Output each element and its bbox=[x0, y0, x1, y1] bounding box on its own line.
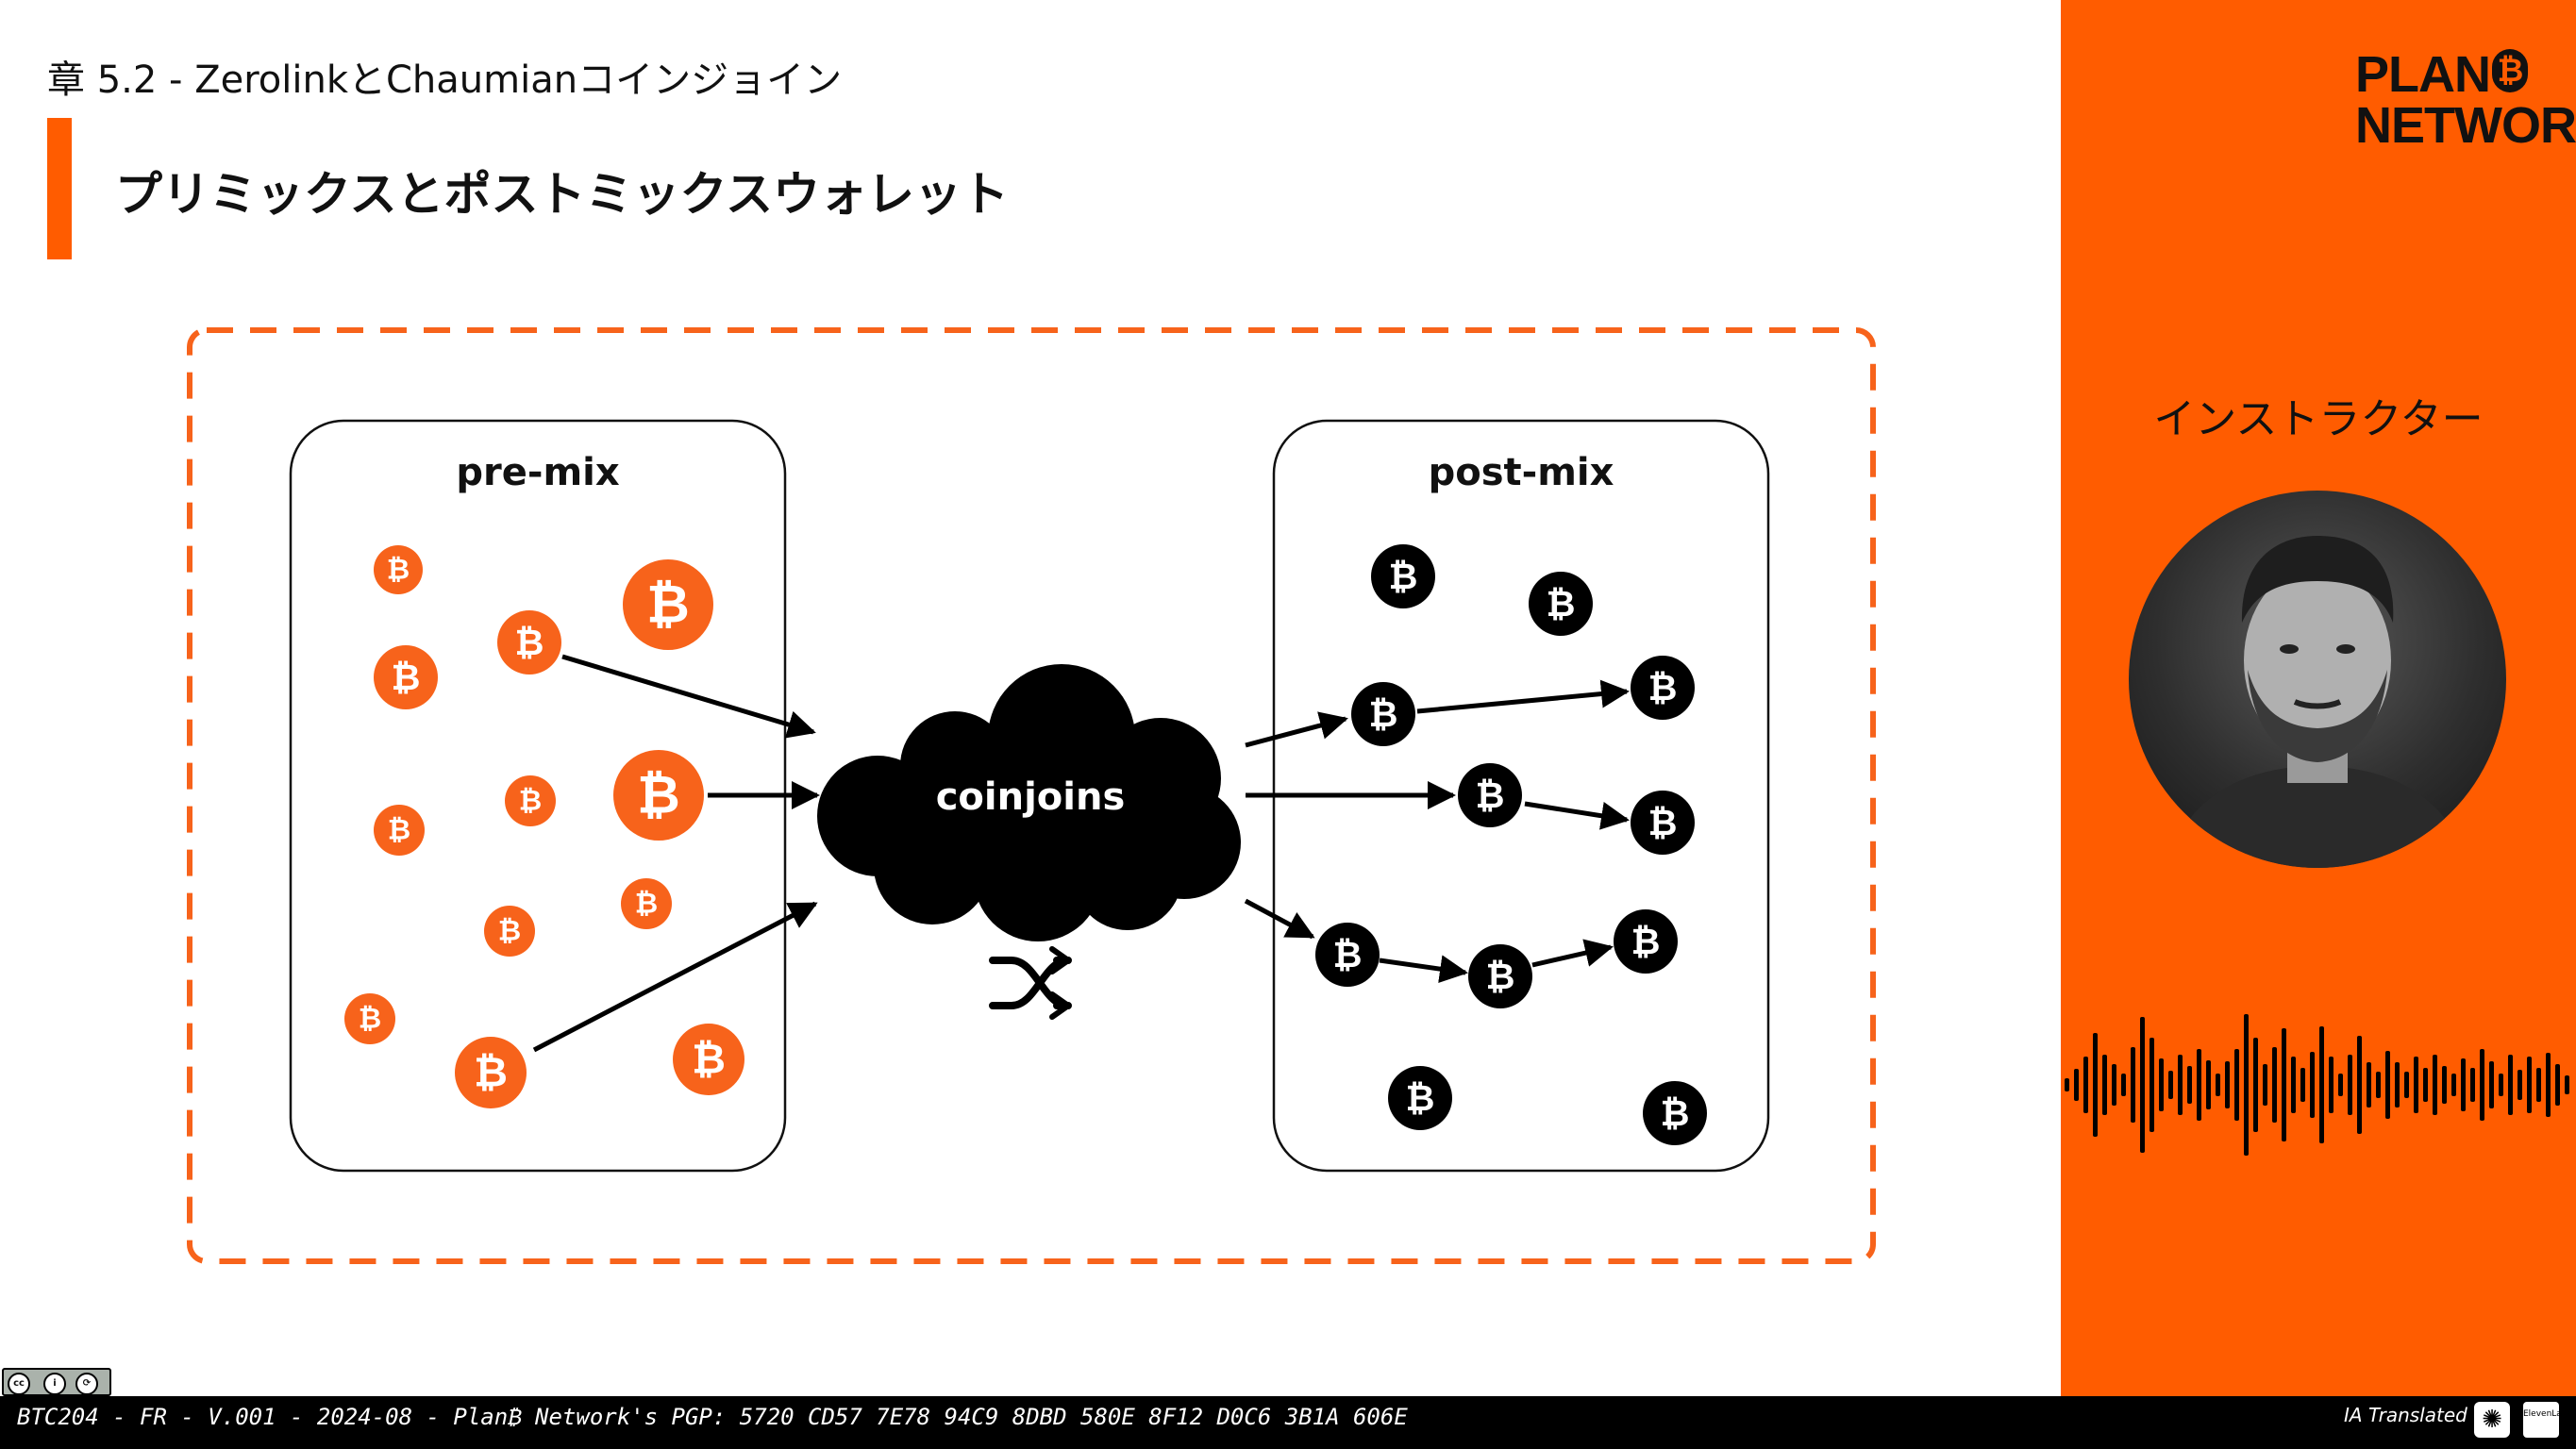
instructor-label: インストラクター bbox=[2153, 395, 2484, 443]
bitcoin-coin-icon: ₿ bbox=[1643, 1081, 1707, 1145]
bitcoin-coin-icon: ₿ bbox=[1315, 923, 1380, 987]
bitcoin-coin-icon: ₿ bbox=[1631, 791, 1695, 855]
bitcoin-coin-icon: ₿ bbox=[621, 878, 672, 929]
footer-text: BTC204 - FR - V.001 - 2024-08 - Plan₿ Ne… bbox=[17, 1404, 1408, 1430]
postmix-label: post-mix bbox=[1429, 451, 1614, 494]
arrow-icon bbox=[1524, 801, 1630, 830]
premix-label: pre-mix bbox=[456, 451, 619, 494]
elevenlabs-icon: ElevenLabs bbox=[2523, 1402, 2571, 1438]
bitcoin-coin-icon: ₿ bbox=[374, 645, 438, 709]
dashed-frame bbox=[187, 327, 1876, 1264]
bitcoin-coin-icon: ₿ bbox=[505, 775, 556, 826]
logo-line-2: NETWORK bbox=[2355, 97, 2576, 154]
svg-text:₿: ₿ bbox=[1547, 583, 1576, 625]
bitcoin-coin-icon: ₿ bbox=[1614, 909, 1678, 974]
bitcoin-coin-icon: ₿ bbox=[1351, 682, 1415, 746]
svg-text:₿: ₿ bbox=[646, 575, 690, 636]
postmix-coins: ₿ ₿ ₿ ₿ ₿ ₿ ₿ ₿ ₿ ₿ ₿ bbox=[1315, 544, 1707, 1145]
shuffle-icon bbox=[989, 946, 1072, 1020]
svg-text:₿: ₿ bbox=[1476, 774, 1505, 816]
bitcoin-coin-icon: ₿ bbox=[455, 1037, 527, 1108]
svg-text:₿: ₿ bbox=[1648, 667, 1678, 708]
creative-commons-badge: cc i ⟳ bbox=[2, 1368, 111, 1396]
premix-coins: ₿ ₿ ₿ ₿ ₿ ₿ ₿ ₿ ₿ ₿ ₿ ₿ bbox=[344, 545, 744, 1108]
svg-text:₿: ₿ bbox=[387, 554, 410, 587]
bitcoin-coin-icon: ₿ bbox=[1458, 763, 1522, 827]
svg-text:₿: ₿ bbox=[1631, 921, 1661, 962]
title-accent-bar bbox=[47, 118, 72, 259]
by-icon: i bbox=[43, 1373, 66, 1395]
svg-text:₿: ₿ bbox=[1389, 556, 1418, 597]
coinjoins-label: coinjoins bbox=[936, 775, 1126, 819]
bitcoin-coin-icon: ₿ bbox=[613, 750, 704, 841]
cc-icon: cc bbox=[8, 1373, 30, 1395]
arrow-icon bbox=[532, 901, 818, 1053]
arrow-icon bbox=[1379, 955, 1468, 984]
bitcoin-coin-icon: ₿ bbox=[374, 805, 425, 856]
bitcoin-coin-icon: ₿ bbox=[484, 906, 535, 957]
bitcoin-coin-icon: ₿ bbox=[1371, 544, 1435, 608]
svg-text:₿: ₿ bbox=[515, 622, 544, 663]
bitcoin-coin-icon: ₿ bbox=[344, 993, 395, 1044]
coinjoin-diagram: pre-mix post-mix ₿ ₿ ₿ ₿ ₿ ₿ ₿ ₿ ₿ ₿ ₿ ₿… bbox=[187, 327, 1876, 1264]
planb-network-logo: PLAN₿ NETWORK bbox=[2355, 49, 2576, 151]
bitcoin-coin-icon: ₿ bbox=[673, 1024, 744, 1095]
slide-title: プリミックスとポストミックスウォレット bbox=[115, 167, 1009, 222]
arrow-icon bbox=[1531, 939, 1614, 968]
svg-text:₿: ₿ bbox=[1648, 802, 1678, 843]
instructor-portrait bbox=[2166, 536, 2468, 868]
svg-text:₿: ₿ bbox=[1406, 1077, 1435, 1119]
logo-line-1: PLAN₿ bbox=[2355, 49, 2576, 100]
arrow-icon bbox=[561, 654, 816, 739]
svg-text:₿: ₿ bbox=[1333, 934, 1363, 975]
svg-text:₿: ₿ bbox=[474, 1049, 508, 1097]
chapter-heading: 章 5.2 - ZerolinkとChaumianコインジョイン bbox=[47, 58, 843, 102]
bitcoin-coin-icon: ₿ bbox=[374, 545, 423, 594]
svg-text:₿: ₿ bbox=[359, 1003, 381, 1036]
svg-text:₿: ₿ bbox=[392, 657, 421, 698]
svg-text:₿: ₿ bbox=[519, 785, 542, 818]
bitcoin-coin-icon: ₿ bbox=[1468, 944, 1532, 1008]
arrow-icon bbox=[1244, 898, 1315, 940]
arrow-icon bbox=[1416, 679, 1630, 714]
bitcoin-coin-icon: ₿ bbox=[1388, 1066, 1452, 1130]
svg-text:₿: ₿ bbox=[1486, 956, 1515, 997]
svg-text:₿: ₿ bbox=[1661, 1092, 1690, 1134]
svg-text:₿: ₿ bbox=[635, 888, 658, 921]
svg-text:₿: ₿ bbox=[388, 814, 410, 847]
audio-waveform bbox=[2065, 1014, 2569, 1156]
sa-icon: ⟳ bbox=[75, 1373, 98, 1395]
bitcoin-coin-icon: ₿ bbox=[1631, 656, 1695, 720]
bitcoin-coin-icon: ₿ bbox=[623, 559, 713, 650]
svg-text:₿: ₿ bbox=[692, 1036, 726, 1084]
bitcoin-coin-icon: ₿ bbox=[497, 610, 561, 675]
svg-text:₿: ₿ bbox=[1369, 693, 1398, 735]
svg-text:₿: ₿ bbox=[498, 915, 521, 948]
ia-translated-label: IA Translated bbox=[2344, 1404, 2467, 1426]
openai-icon: ✺ bbox=[2474, 1402, 2510, 1438]
arrow-icon bbox=[1245, 711, 1348, 748]
footer-bar bbox=[0, 1396, 2576, 1449]
svg-text:₿: ₿ bbox=[637, 765, 680, 826]
instructor-avatar bbox=[2129, 491, 2506, 868]
cloud-icon bbox=[817, 664, 1241, 941]
bitcoin-coin-icon: ₿ bbox=[1529, 572, 1593, 636]
logo-bitcoin-icon: ₿ bbox=[2492, 49, 2528, 92]
